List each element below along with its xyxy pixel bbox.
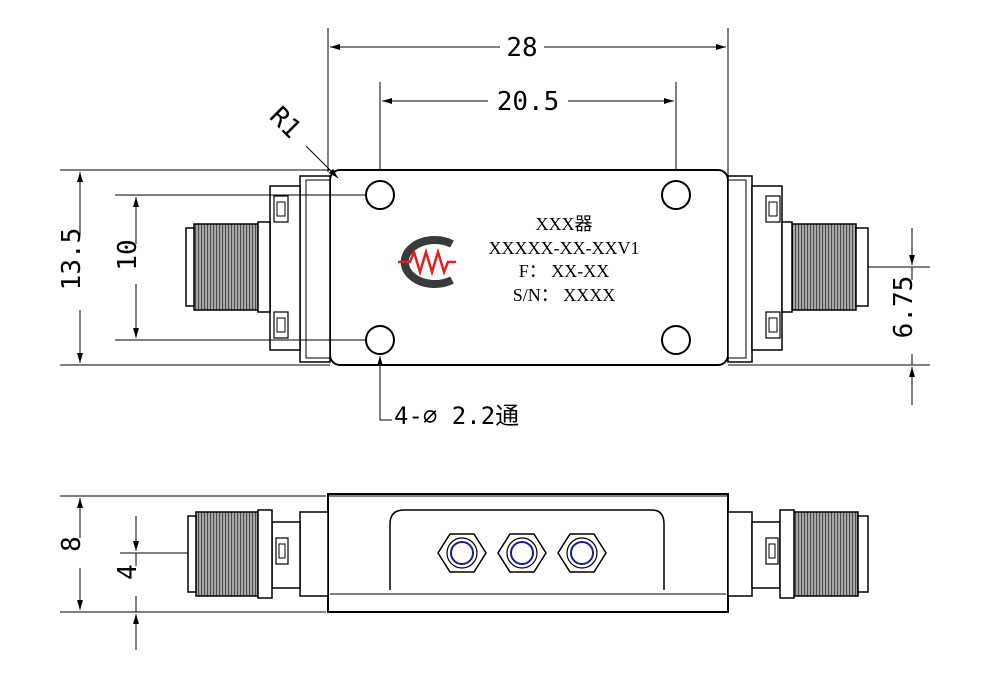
dim-text-r1: R1 <box>263 101 306 144</box>
side-right-thread <box>793 511 859 597</box>
mw-logo <box>398 236 456 288</box>
mounting-hole <box>661 180 691 210</box>
side-view <box>60 493 869 650</box>
dim-text-28: 28 <box>506 33 537 63</box>
label-line-1: XXX器 <box>536 214 593 234</box>
label-line-2: XXXXX-XX-XXV1 <box>489 238 640 258</box>
tuning-port <box>497 533 547 573</box>
tuning-port <box>437 533 487 573</box>
dim-text-20-5: 20.5 <box>497 87 560 117</box>
dim-text-13-5: 13.5 <box>57 228 87 291</box>
label-line-4: S/N： XXXX <box>513 285 616 305</box>
dim-text-6-75: 6.75 <box>889 276 919 339</box>
dim-text-10: 10 <box>113 239 143 270</box>
tuning-port <box>557 533 607 573</box>
right-connector-thread <box>789 223 857 311</box>
wave-icon <box>398 247 456 277</box>
hole-callout: 4-⌀ 2.2通 <box>394 402 519 430</box>
label-line-3: F： XX-XX <box>519 261 610 281</box>
dim-text-8: 8 <box>57 536 87 552</box>
dim-text-4: 4 <box>113 564 143 580</box>
mounting-hole <box>661 325 691 355</box>
top-view <box>60 28 930 421</box>
side-left-thread <box>195 511 261 597</box>
